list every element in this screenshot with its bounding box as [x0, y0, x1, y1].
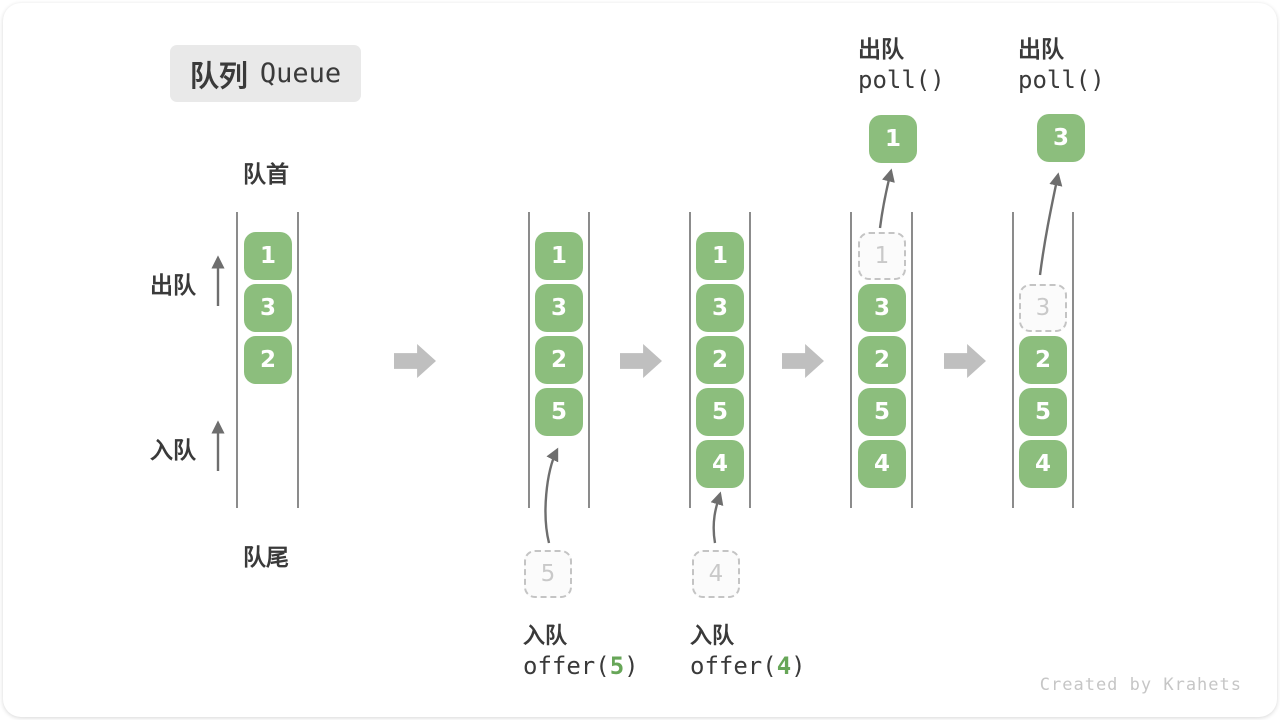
polled-item: 1	[869, 115, 917, 163]
dequeue-op-label: 出队	[1018, 36, 1064, 62]
code-post: )	[624, 652, 639, 680]
queue-item: 3	[696, 284, 744, 332]
enqueue-op-code: offer(5)	[523, 652, 639, 680]
queue-item: 1	[244, 232, 292, 280]
code-post: )	[791, 652, 806, 680]
enqueue-side-label: 入队	[150, 437, 196, 463]
incoming-item-ghost: 5	[524, 550, 572, 598]
queue-item: 2	[858, 336, 906, 384]
code-arg: 5	[609, 652, 625, 680]
queue-item: 2	[535, 336, 583, 384]
removed-item-ghost: 1	[858, 232, 906, 280]
queue-item: 5	[1019, 388, 1067, 436]
queue-front-label: 队首	[243, 161, 289, 187]
queue-item: 3	[535, 284, 583, 332]
queue-item: 3	[858, 284, 906, 332]
queue-item: 1	[535, 232, 583, 280]
code-arg: 4	[776, 652, 792, 680]
dequeue-op-code: poll()	[1018, 66, 1105, 94]
code-pre: offer(	[523, 652, 610, 680]
title-zh: 队列	[189, 60, 248, 93]
queue-item: 4	[858, 440, 906, 488]
polled-item: 3	[1037, 114, 1085, 162]
watermark-credit: Created by Krahets	[1039, 675, 1242, 695]
queue-item: 2	[244, 336, 292, 384]
queue-item: 3	[244, 284, 292, 332]
code-pre: offer(	[690, 652, 777, 680]
title-badge: 队列 Queue	[170, 45, 361, 102]
queue-item: 5	[696, 388, 744, 436]
queue-item: 5	[535, 388, 583, 436]
removed-item-ghost: 3	[1019, 284, 1067, 332]
queue-item: 1	[696, 232, 744, 280]
queue-item: 2	[696, 336, 744, 384]
dequeue-op-code: poll()	[858, 66, 945, 94]
queue-item: 4	[1019, 440, 1067, 488]
queue-rear-label: 队尾	[243, 544, 289, 570]
queue-item: 5	[858, 388, 906, 436]
queue-item: 2	[1019, 336, 1067, 384]
enqueue-op-code: offer(4)	[690, 652, 806, 680]
title-en: Queue	[259, 58, 342, 89]
enqueue-op-label: 入队	[523, 623, 568, 648]
enqueue-op-label: 入队	[690, 623, 735, 648]
incoming-item-ghost: 4	[692, 550, 740, 598]
queue-item: 4	[696, 440, 744, 488]
dequeue-op-label: 出队	[858, 36, 904, 62]
dequeue-side-label: 出队	[150, 272, 196, 298]
